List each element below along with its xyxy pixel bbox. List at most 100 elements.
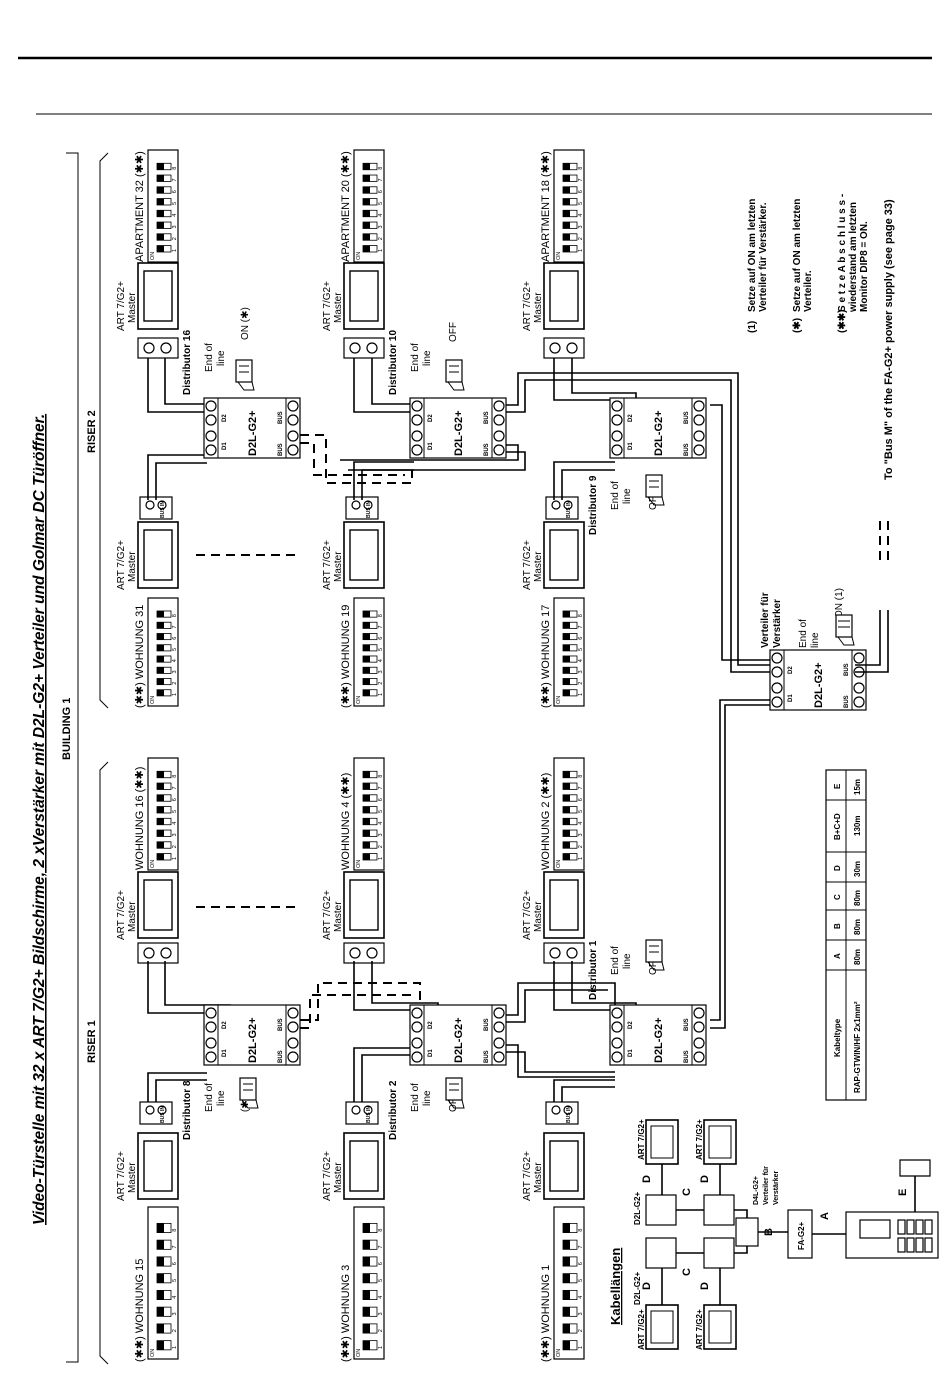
- unit-10-dip-toggle: [563, 622, 570, 629]
- unit-8-bus-in-terminal: [345, 496, 379, 520]
- distributor-0-d2l-screw: [205, 1007, 217, 1019]
- cd-amp-label-2: Verstärker: [773, 1170, 780, 1205]
- distributor-5-d2l-screw: [693, 444, 705, 456]
- unit-7-dip-toggle: [157, 175, 164, 182]
- unit-6-dip-num: 4: [172, 659, 178, 662]
- unit-7-label: APARTMENT 32 (✱✱): [134, 151, 146, 262]
- distributor-3-d2l-screw: [205, 400, 217, 412]
- unit-5-connector-screw: [549, 947, 561, 959]
- unit-2-bus-in-label: BUS IN: [366, 1106, 372, 1123]
- distributor-4-d2l-screw: [493, 400, 505, 412]
- note-2-line-1: wiederstand am letzten: [848, 202, 859, 313]
- distributor-0-d2l-name: D2L-G2+: [247, 1017, 259, 1063]
- unit-8-dip-toggle: [363, 622, 370, 629]
- distributor-5-d2l-bus1: BUS: [684, 443, 690, 456]
- distributor-0-d2l-screw: [205, 1021, 217, 1033]
- cd-monitor-label-0: ART 7/G2+: [637, 1119, 646, 1160]
- unit-1-dip-toggle: [157, 771, 164, 778]
- unit-3-dip-num: 4: [378, 822, 384, 825]
- unit-10-monitor-screen: [549, 529, 579, 581]
- unit-3-dip-toggle: [363, 806, 370, 813]
- unit-3-dip-num: 8: [378, 775, 384, 778]
- cd-monitor-screen-2: [650, 1310, 674, 1344]
- distributor-1-d2l-d2: D2: [428, 1021, 434, 1029]
- cable-table-cell-4: 30m: [853, 861, 862, 877]
- unit-2-bus-in-screw: [363, 1105, 373, 1115]
- distributor-0-d2l-screw: [287, 1037, 299, 1049]
- unit-10-dip-num: 3: [578, 670, 584, 673]
- amp-d2l-bus1: BUS: [844, 695, 850, 708]
- unit-9-monitor-l2: Master: [333, 292, 344, 323]
- unit-2-dip-num: 3: [378, 1312, 384, 1315]
- distributor-5-eol1: End of: [610, 481, 621, 510]
- unit-6-label: (✱✱) WOHNUNG 31: [134, 605, 146, 708]
- unit-7-monitor-l1: ART 7/G2+: [116, 281, 127, 331]
- cd-letter-D4: D: [699, 1282, 711, 1290]
- riser1-brace: [99, 761, 109, 1365]
- riser2-dashed-links: [300, 434, 413, 484]
- unit-0-dip-num: 7: [172, 1245, 178, 1248]
- unit-10-dip-num: 1: [578, 693, 584, 696]
- unit-6-monitor-screen: [143, 529, 173, 581]
- unit-6-bus-in-screw: [145, 500, 155, 510]
- distributor-0-d2l-box: [203, 1004, 301, 1066]
- cd-panel-button: [906, 1219, 915, 1235]
- unit-0-dip-num: 6: [172, 1262, 178, 1265]
- distributor-0-d2l-screw: [205, 1051, 217, 1063]
- unit-10-dip-num: 4: [578, 659, 584, 662]
- amp-eol-state: ON (1): [834, 588, 845, 618]
- cd-wire-7: [734, 1246, 748, 1254]
- distributor-0-switch-lever: [243, 1083, 253, 1091]
- cd-panel-button: [897, 1237, 906, 1253]
- cd-dist-label-1: D2L-G2+: [633, 1272, 642, 1305]
- distributor-5-switch-body: [645, 474, 663, 498]
- distributor-0-d2l-screw: [205, 1037, 217, 1049]
- distributor-2-d2l-d2: D2: [628, 1021, 634, 1029]
- cable-table-header-3: C: [833, 894, 842, 900]
- distributor-2-d2l-screw: [611, 1007, 623, 1019]
- distributor-5-d2l-screw: [611, 414, 623, 426]
- unit-0-dip-toggle: [157, 1240, 164, 1250]
- unit-1-dip-num: 1: [172, 857, 178, 860]
- distributor-0-d2l-bus1: BUS: [278, 1050, 284, 1063]
- cable-table-cell-6: 15m: [853, 779, 862, 795]
- building-label: BUILDING 1: [61, 698, 73, 760]
- riser2-label: RISER 2: [86, 410, 98, 453]
- distributor-5-switch-base: [647, 496, 665, 506]
- unit-1-dip-on: ON: [150, 860, 156, 868]
- distributor-2-d2l-screw: [611, 1021, 623, 1033]
- distributor-3-eol2: line: [216, 350, 227, 366]
- unit-0-dip-toggle: [157, 1256, 164, 1267]
- unit-1-connector-screw: [160, 947, 172, 959]
- unit-4-dip-num: 5: [578, 1279, 584, 1282]
- unit-10-dip-num: 5: [578, 648, 584, 651]
- unit-8-bus-in-screw: [363, 500, 373, 510]
- unit-3-monitor-screen: [349, 879, 379, 931]
- unit-6-dip-toggle: [157, 610, 164, 618]
- unit-6-dip-num: 2: [172, 682, 178, 685]
- unit-4-dip-num: 7: [578, 1245, 584, 1248]
- distributor-0-d2l-d1: D1: [222, 1049, 228, 1057]
- distributor-1-d2l-name: D2L-G2+: [453, 1017, 465, 1063]
- distributor-5-d2l-d1: D1: [628, 442, 634, 450]
- unit-5-dip-toggle: [563, 818, 570, 825]
- unit-1-dip-toggle: [157, 794, 164, 802]
- distributor-3-d2l-bus2: BUS: [278, 411, 284, 424]
- cd-panel-button: [897, 1219, 906, 1235]
- distributor-0-d2l-d2: D2: [222, 1021, 228, 1029]
- unit-11-dip-toggle: [563, 233, 570, 241]
- unit-8-dip-on: ON: [356, 696, 362, 704]
- unit-1-dip-toggle: [157, 853, 164, 860]
- cable-table-header-5: B+C+D: [833, 813, 842, 840]
- unit-9-dip-num: 8: [378, 167, 384, 170]
- unit-4-monitor-l2: Master: [533, 1162, 544, 1193]
- distributor-5-d2l-box: [609, 397, 707, 459]
- distributor-3-state: ON (✱): [240, 307, 251, 340]
- unit-9-dip-num: 4: [378, 214, 384, 217]
- unit-1-dip-num: 7: [172, 786, 178, 789]
- unit-6-monitor-l2: Master: [127, 551, 138, 582]
- unit-0-monitor-l2: Master: [127, 1162, 138, 1193]
- cd-letter-C2: C: [681, 1268, 693, 1276]
